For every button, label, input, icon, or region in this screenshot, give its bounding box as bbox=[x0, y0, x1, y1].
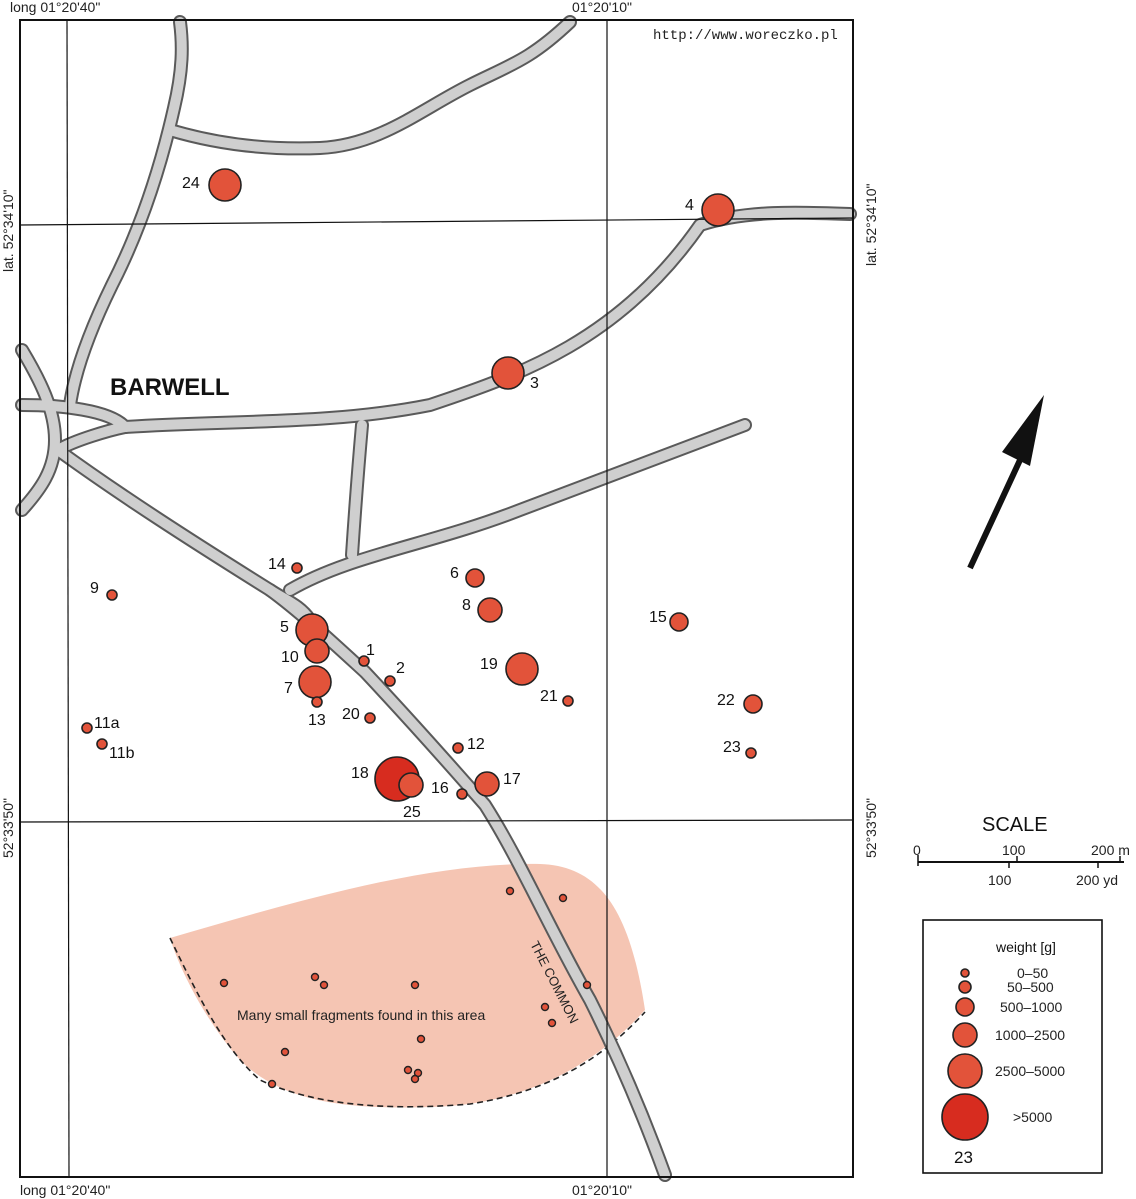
find-label-23: 23 bbox=[723, 739, 741, 756]
scale-yd-200: 200 yd bbox=[1076, 872, 1118, 888]
find-labels: 24 4 3 14 9 6 8 15 5 10 1 19 2 7 13 21 2… bbox=[90, 175, 741, 821]
find-label-22: 22 bbox=[717, 692, 735, 709]
find-label-12: 12 bbox=[467, 736, 485, 753]
find-label-10: 10 bbox=[281, 649, 299, 666]
find-2 bbox=[384, 675, 396, 687]
find-4 bbox=[701, 193, 735, 227]
find-label-20: 20 bbox=[342, 706, 360, 723]
legend-title: weight [g] bbox=[995, 939, 1056, 955]
map-frame bbox=[19, 19, 854, 1178]
find-15 bbox=[669, 612, 689, 632]
coord-right-top: lat. 52°34'10" bbox=[863, 183, 879, 266]
find-22 bbox=[743, 694, 763, 714]
fragment-area bbox=[170, 863, 645, 1108]
find-11a bbox=[81, 722, 93, 734]
find-label-16: 16 bbox=[431, 780, 449, 797]
legend-class-0: 0–50 bbox=[1017, 965, 1048, 981]
find-11b bbox=[96, 738, 108, 750]
scale-m-100: 100 bbox=[1002, 842, 1026, 858]
find-12 bbox=[452, 742, 464, 754]
area-note: Many small fragments found in this area bbox=[237, 1007, 485, 1023]
find-19 bbox=[505, 652, 539, 686]
scale-yd-100: 100 bbox=[988, 872, 1012, 888]
find-label-2: 2 bbox=[396, 660, 405, 677]
find-17 bbox=[474, 771, 500, 797]
find-label-4: 4 bbox=[685, 197, 694, 214]
find-10 bbox=[304, 638, 330, 664]
find-label-13: 13 bbox=[308, 712, 326, 729]
town-label: BARWELL bbox=[110, 374, 230, 401]
find-8 bbox=[477, 597, 503, 623]
find-label-14: 14 bbox=[268, 556, 286, 573]
find-7 bbox=[298, 665, 332, 699]
find-label-1: 1 bbox=[366, 642, 375, 659]
find-24 bbox=[208, 168, 242, 202]
find-label-24: 24 bbox=[182, 175, 200, 192]
find-21 bbox=[562, 695, 574, 707]
coord-top-right: 01°20'10" bbox=[572, 0, 632, 15]
coord-right-bottom: 52°33'50" bbox=[863, 798, 879, 858]
coord-bottom-left: long 01°20'40" bbox=[20, 1182, 110, 1198]
north-arrow-icon bbox=[967, 395, 1044, 570]
find-23 bbox=[745, 747, 757, 759]
find-label-25: 25 bbox=[403, 804, 421, 821]
find-14 bbox=[291, 562, 303, 574]
find-label-3: 3 bbox=[530, 375, 539, 392]
legend-class-3: 1000–2500 bbox=[995, 1027, 1065, 1043]
scale-m-0: 0 bbox=[913, 842, 921, 858]
find-3 bbox=[491, 356, 525, 390]
find-label-9: 9 bbox=[90, 580, 99, 597]
find-label-11b: 11b bbox=[109, 745, 135, 762]
coord-top-left: long 01°20'40" bbox=[10, 0, 100, 15]
legend-class-4: 2500–5000 bbox=[995, 1063, 1065, 1079]
find-label-5: 5 bbox=[280, 619, 289, 636]
find-label-15: 15 bbox=[649, 609, 667, 626]
find-label-7: 7 bbox=[284, 680, 293, 697]
scale-title: SCALE bbox=[982, 814, 1048, 836]
find-16 bbox=[456, 788, 468, 800]
legend-example-label: 23 bbox=[954, 1148, 973, 1167]
source-url: http://www.woreczko.pl bbox=[653, 28, 838, 44]
find-9 bbox=[106, 589, 118, 601]
scale-bar: SCALE 0 100 200 m 100 200 yd bbox=[913, 814, 1130, 888]
find-6 bbox=[465, 568, 485, 588]
find-label-21: 21 bbox=[540, 688, 558, 705]
legend-class-2: 500–1000 bbox=[1000, 999, 1063, 1015]
small-fragments bbox=[219, 886, 592, 1089]
find-13 bbox=[311, 696, 323, 708]
legend-class-1: 50–500 bbox=[1007, 979, 1054, 995]
find-label-17: 17 bbox=[503, 771, 521, 788]
fragment-area-boundary bbox=[169, 937, 646, 1108]
find-20 bbox=[364, 712, 376, 724]
find-label-11a: 11a bbox=[94, 715, 120, 732]
find-label-18: 18 bbox=[351, 765, 369, 782]
legend-class-5: >5000 bbox=[1013, 1109, 1053, 1125]
find-label-19: 19 bbox=[480, 656, 498, 673]
coord-left-top: lat. 52°34'10" bbox=[0, 189, 16, 272]
find-25 bbox=[398, 772, 424, 798]
coord-left-bottom: 52°33'50" bbox=[0, 798, 16, 858]
finds bbox=[81, 168, 763, 802]
coord-bottom-right: 01°20'10" bbox=[572, 1182, 632, 1198]
scale-m-200: 200 m bbox=[1091, 842, 1130, 858]
find-label-6: 6 bbox=[450, 565, 459, 582]
legend: weight [g] 0–50 50–500 500–1000 1000–250… bbox=[922, 919, 1103, 1174]
find-label-8: 8 bbox=[462, 597, 471, 614]
find-1 bbox=[358, 655, 370, 667]
